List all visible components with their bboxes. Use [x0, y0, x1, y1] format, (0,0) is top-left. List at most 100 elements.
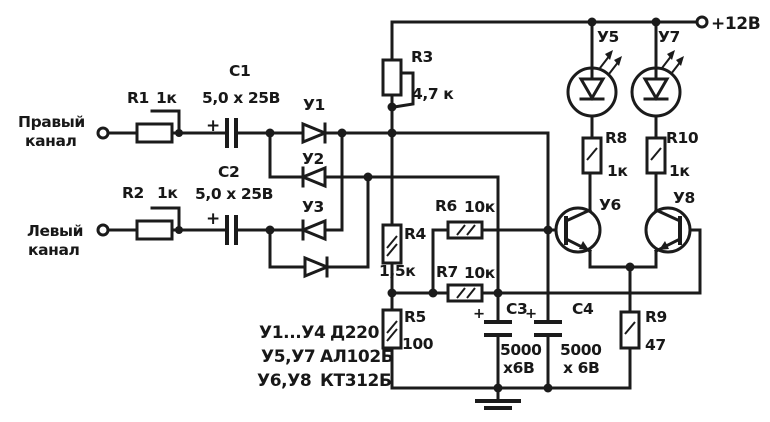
junction-dot — [625, 262, 635, 272]
diode-v4-triangle — [303, 255, 331, 279]
resistor-r5-body — [381, 308, 403, 350]
diode-v3-triangle — [299, 218, 327, 242]
label-r5-ref: R5 — [404, 308, 426, 326]
resistor-r3: R3 4,7 к — [381, 48, 455, 103]
input-left-channel: Левый канал — [27, 222, 110, 259]
resistor-r1-body — [135, 122, 174, 144]
parts-list-row-type: КТ312Б — [320, 371, 392, 391]
capacitor-c3-plates — [484, 320, 512, 337]
resistor-r6-body — [446, 220, 484, 240]
capacitor-c1: C1 5,0 х 25В + — [202, 62, 280, 148]
left-channel-label-line1: Левый — [27, 222, 83, 240]
label-r4-value: 1,5к — [379, 262, 416, 280]
label-r6-value: 10к — [464, 198, 496, 216]
junction-dot — [363, 172, 373, 182]
resistor-r1: R1 1к — [127, 89, 178, 144]
supply-terminal-circle — [695, 15, 709, 29]
resistor-r7-body — [446, 283, 484, 303]
label-c3-plus: + — [473, 306, 485, 322]
parts-list-row-type: АЛ102Б — [320, 347, 393, 367]
wire-r1-tap — [150, 109, 181, 135]
junction-dot — [265, 128, 275, 138]
label-c3-ref: C3 — [506, 300, 527, 318]
diode-v3: У3 — [299, 198, 327, 242]
junction-dot — [493, 288, 503, 298]
label-c1-value: 5,0 х 25В — [202, 89, 280, 107]
label-v1-ref: У1 — [303, 96, 325, 114]
input-terminal-right — [96, 126, 110, 140]
junction-dot — [543, 225, 553, 235]
label-r3-ref: R3 — [411, 48, 433, 66]
diode-v2: У2 — [299, 150, 327, 189]
wire — [325, 175, 370, 269]
capacitor-c4: C4 + 5000 х 6В — [525, 300, 603, 377]
resistor-r9: R9 47 — [619, 308, 667, 354]
parts-list-row-refs: У1...У4 — [259, 323, 326, 343]
label-v5-ref: У5 — [597, 28, 619, 46]
junction-dot — [387, 288, 397, 298]
label-c1-ref: C1 — [229, 62, 250, 80]
label-r9-ref: R9 — [645, 308, 667, 326]
label-c4-ref: C4 — [572, 300, 594, 318]
label-r7-value: 10к — [464, 264, 496, 282]
supply-terminal: +12В — [695, 14, 761, 34]
junction-dot — [651, 17, 661, 27]
label-c2-ref: C2 — [218, 163, 239, 181]
junction-dot — [337, 128, 347, 138]
label-c3-value2: х6В — [503, 359, 534, 377]
led-v5-emission-arrows — [599, 50, 622, 75]
capacitor-c2-plates — [225, 215, 238, 245]
label-r10-value: 1к — [669, 162, 690, 180]
label-v2-ref: У2 — [302, 150, 324, 168]
led-v5: У5 — [566, 28, 622, 118]
label-r2-value: 1к — [157, 184, 178, 202]
input-right-channel: Правый канал — [18, 113, 110, 150]
junction-dot — [387, 102, 397, 112]
parts-list: У1...У4 Д220 У5,У7 АЛ102Б У6,У8 КТ312Б — [257, 323, 394, 391]
capacitor-c1-plates — [225, 118, 238, 148]
label-c4-plus: + — [525, 306, 537, 322]
wire — [268, 228, 307, 269]
label-v8-ref: У8 — [673, 189, 695, 207]
label-r10-ref: R10 — [666, 129, 699, 147]
wiring — [106, 20, 702, 390]
supply-label: +12В — [711, 14, 760, 34]
junction-dot — [175, 129, 183, 137]
wire — [431, 228, 450, 295]
label-c4-value2: х 6В — [563, 359, 599, 377]
right-channel-label-line2: канал — [25, 132, 77, 150]
transistor-v6: У6 — [554, 196, 621, 254]
label-c1-plus: + — [206, 116, 220, 136]
transistor-v8: У8 — [644, 189, 695, 254]
label-r4-ref: R4 — [404, 225, 427, 243]
resistor-r10: R10 1к — [645, 129, 699, 180]
resistor-r4: R4 1,5к — [379, 223, 427, 280]
label-c3-value1: 5000 — [500, 341, 542, 359]
junction-dot — [543, 383, 553, 393]
led-v7: У7 — [630, 28, 684, 118]
resistor-r2: R2 1к — [122, 184, 179, 241]
led-v7-emission-arrows — [661, 50, 684, 75]
wire — [323, 175, 500, 295]
junction-dot — [387, 128, 397, 138]
wire — [323, 131, 550, 322]
label-v7-ref: У7 — [658, 28, 680, 46]
parts-list-row-refs: У5,У7 — [261, 347, 315, 367]
label-c2-plus: + — [206, 209, 220, 229]
wire-r2-tap — [150, 206, 181, 232]
capacitor-c4-plates — [534, 320, 562, 337]
wire-r3-tap — [392, 71, 415, 109]
wire — [268, 131, 305, 179]
label-r5-value: 100 — [402, 335, 434, 353]
transistor-v8-emitter-arrow — [659, 241, 669, 250]
parts-list-row-refs: У6,У8 — [257, 371, 311, 391]
capacitor-c2: C2 5,0 х 25В + — [195, 163, 273, 245]
input-terminal-left — [96, 223, 110, 237]
diode-v4 — [303, 255, 331, 279]
resistor-r6: R6 10к — [435, 197, 496, 240]
parts-list-row-type: Д220 — [330, 323, 380, 343]
diode-v1-triangle — [301, 121, 329, 145]
resistor-r4-body — [381, 223, 403, 265]
junction-dot — [587, 17, 597, 27]
